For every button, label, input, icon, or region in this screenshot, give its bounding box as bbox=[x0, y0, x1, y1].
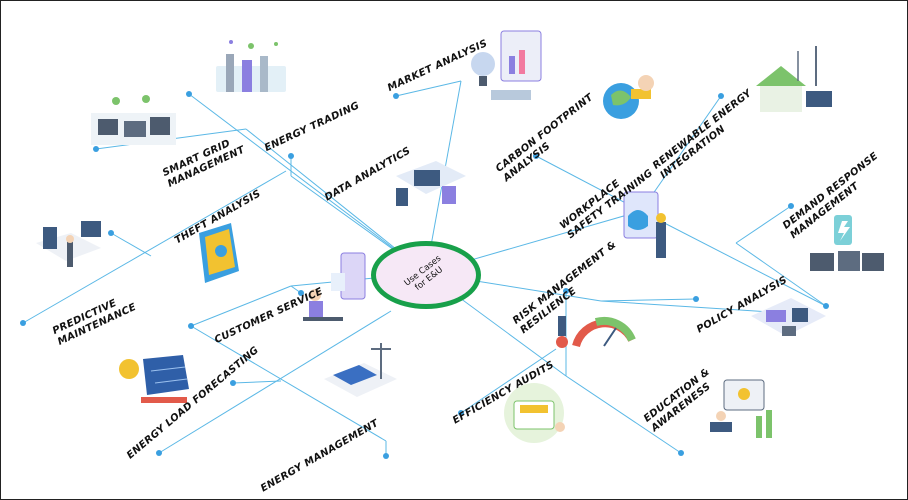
connector-dot bbox=[156, 450, 162, 456]
connector-line bbox=[565, 375, 682, 454]
hub-title: Use Cases for E&U bbox=[402, 253, 446, 293]
connector-dot bbox=[458, 410, 464, 416]
efficiency-audits-illustration bbox=[504, 383, 565, 443]
connector-line bbox=[735, 205, 792, 244]
connector-dot bbox=[563, 288, 569, 294]
connector-dot bbox=[718, 93, 724, 99]
connector-line bbox=[188, 93, 427, 274]
policy-analysis-illustration bbox=[751, 298, 826, 336]
education-awareness-illustration bbox=[710, 379, 772, 438]
connector-line bbox=[600, 298, 697, 302]
connector-dot bbox=[393, 93, 399, 99]
market-analysis-illustration bbox=[471, 30, 542, 100]
energy-load-forecasting-illustration bbox=[119, 355, 189, 403]
connector-line bbox=[190, 325, 387, 442]
theft-analysis-illustration bbox=[199, 223, 239, 283]
connector-dot bbox=[20, 320, 26, 326]
connector-dot bbox=[186, 91, 192, 97]
connector-dot bbox=[693, 296, 699, 302]
connector-dot bbox=[678, 450, 684, 456]
connector-line bbox=[735, 242, 827, 307]
connector-dot bbox=[230, 380, 236, 386]
renewable-energy-illustration bbox=[756, 46, 832, 112]
smart-grid-illustration bbox=[91, 95, 176, 145]
energy-management-illustration bbox=[324, 343, 397, 397]
connector-dot bbox=[298, 290, 304, 296]
risk-management-illustration bbox=[556, 316, 636, 348]
connector-line bbox=[460, 348, 557, 414]
carbon-footprint-illustration bbox=[603, 75, 654, 119]
connector-line bbox=[190, 285, 292, 327]
workplace-safety-illustration bbox=[623, 191, 666, 258]
connector-dot bbox=[93, 146, 99, 152]
connector-line bbox=[22, 170, 287, 324]
connector-dot bbox=[823, 303, 829, 309]
connector-dot bbox=[788, 203, 794, 209]
connector-line bbox=[600, 300, 787, 314]
customer-service-illustration bbox=[303, 252, 366, 321]
energy-trading-illustration bbox=[216, 40, 286, 92]
connector-line bbox=[640, 210, 827, 307]
hub-ellipse: Use Cases for E&U bbox=[371, 241, 481, 309]
demand-response-illustration bbox=[810, 215, 884, 271]
connector-dot bbox=[288, 153, 294, 159]
connector-line bbox=[158, 310, 392, 454]
connector-line bbox=[232, 380, 282, 384]
connector-dot bbox=[383, 453, 389, 459]
connector-dot bbox=[533, 153, 539, 159]
connector-dot bbox=[188, 323, 194, 329]
connector-line bbox=[110, 232, 152, 257]
connector-dot bbox=[108, 230, 114, 236]
connector-line bbox=[395, 80, 462, 97]
predictive-maintenance-illustration bbox=[36, 221, 101, 267]
data-analytics-illustration bbox=[396, 161, 466, 206]
